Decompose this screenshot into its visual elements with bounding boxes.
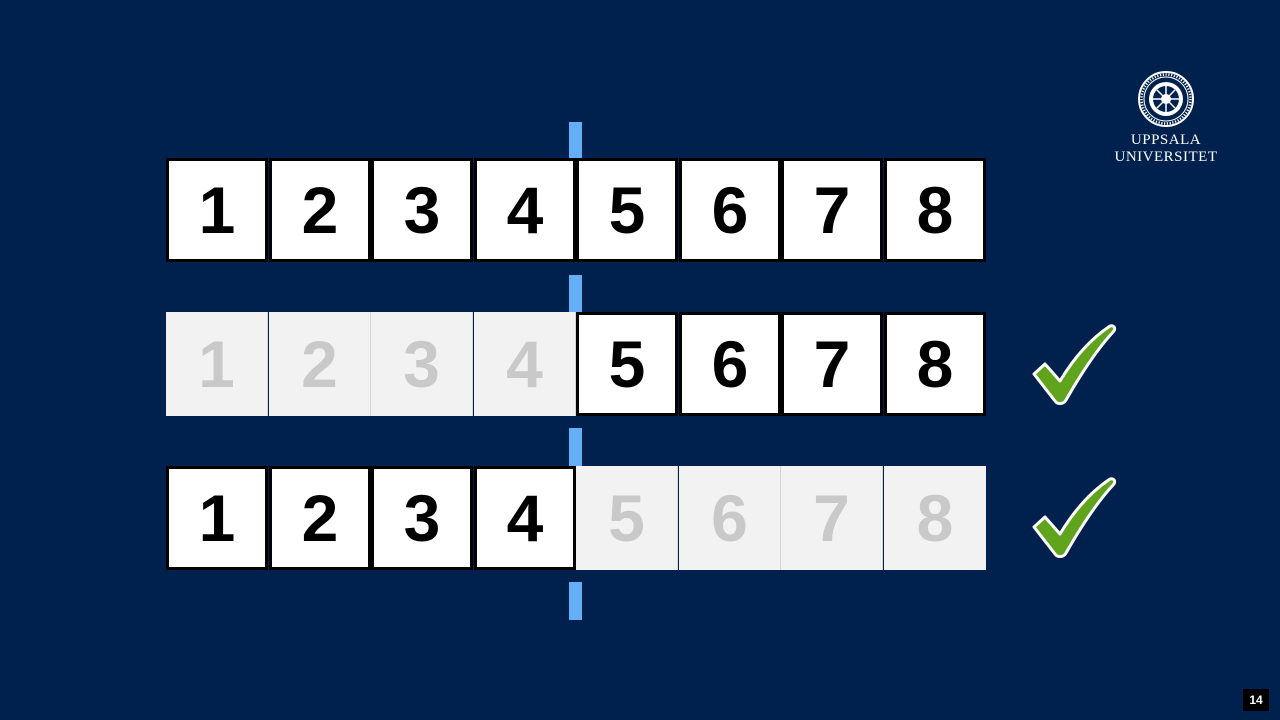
array-cell: 1	[166, 312, 268, 416]
array-cell: 3	[371, 312, 473, 416]
array-cell: 8	[884, 466, 986, 570]
array-cell: 7	[781, 312, 883, 416]
array-cell: 7	[781, 158, 883, 262]
array-cell: 5	[576, 158, 678, 262]
array-cell: 1	[166, 158, 268, 262]
array-cell: 5	[576, 466, 678, 570]
array-cell: 3	[371, 466, 473, 570]
array-cell: 2	[269, 312, 371, 416]
logo-line-1: UPPSALA	[1130, 132, 1202, 148]
array-cell: 8	[884, 312, 986, 416]
array-cell: 2	[269, 466, 371, 570]
divider-dash	[569, 122, 582, 160]
array-cell: 7	[781, 466, 883, 570]
checkmark-icon	[1032, 477, 1117, 558]
checkmark-icon	[1032, 324, 1117, 405]
logo-line-2: UNIVERSITET	[1114, 149, 1218, 165]
array-cell: 6	[679, 466, 781, 570]
university-seal-icon	[1138, 71, 1194, 127]
array-cell: 4	[474, 158, 576, 262]
university-logo: UPPSALA UNIVERSITET	[1106, 70, 1226, 166]
array-cell: 3	[371, 158, 473, 262]
divider-dash	[569, 275, 582, 313]
array-cell: 2	[269, 158, 371, 262]
divider-dash	[569, 582, 582, 620]
array-cell: 6	[679, 312, 781, 416]
page-number: 14	[1243, 689, 1269, 711]
array-cell: 5	[576, 312, 678, 416]
array-cell: 8	[884, 158, 986, 262]
array-cell: 6	[679, 158, 781, 262]
array-cell: 1	[166, 466, 268, 570]
array-cell: 4	[474, 312, 576, 416]
divider-dash	[569, 428, 582, 466]
array-cell: 4	[474, 466, 576, 570]
